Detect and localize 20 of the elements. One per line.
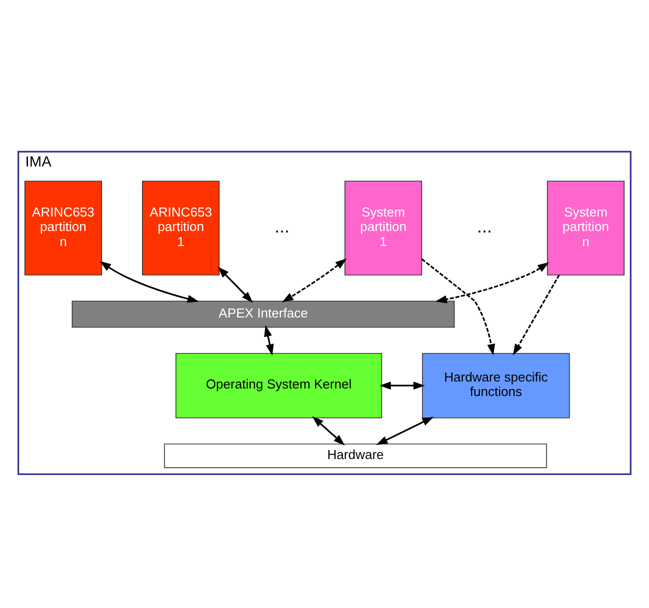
node-box: ARINC653 partition n [24, 180, 102, 275]
label: ... [477, 216, 492, 236]
node-box: ARINC653 partition 1 [142, 180, 220, 275]
arrow [379, 381, 425, 390]
arrow [100, 260, 199, 302]
arrow [376, 416, 434, 444]
arrow [421, 258, 496, 355]
node-box: Operating System Kernel [176, 352, 382, 418]
arrow [512, 274, 560, 355]
arrow [435, 262, 550, 303]
arrow [264, 324, 274, 356]
arrow [218, 266, 253, 302]
node-box: Hardware specific functions [422, 352, 570, 418]
node-box: System partition 1 [344, 180, 422, 275]
arrow [312, 416, 345, 446]
node-box: Hardware [164, 443, 547, 468]
node-box: APEX Interface [72, 300, 455, 328]
label: ... [274, 216, 290, 236]
node-box: System partition n [546, 180, 625, 275]
arrow [282, 258, 347, 302]
